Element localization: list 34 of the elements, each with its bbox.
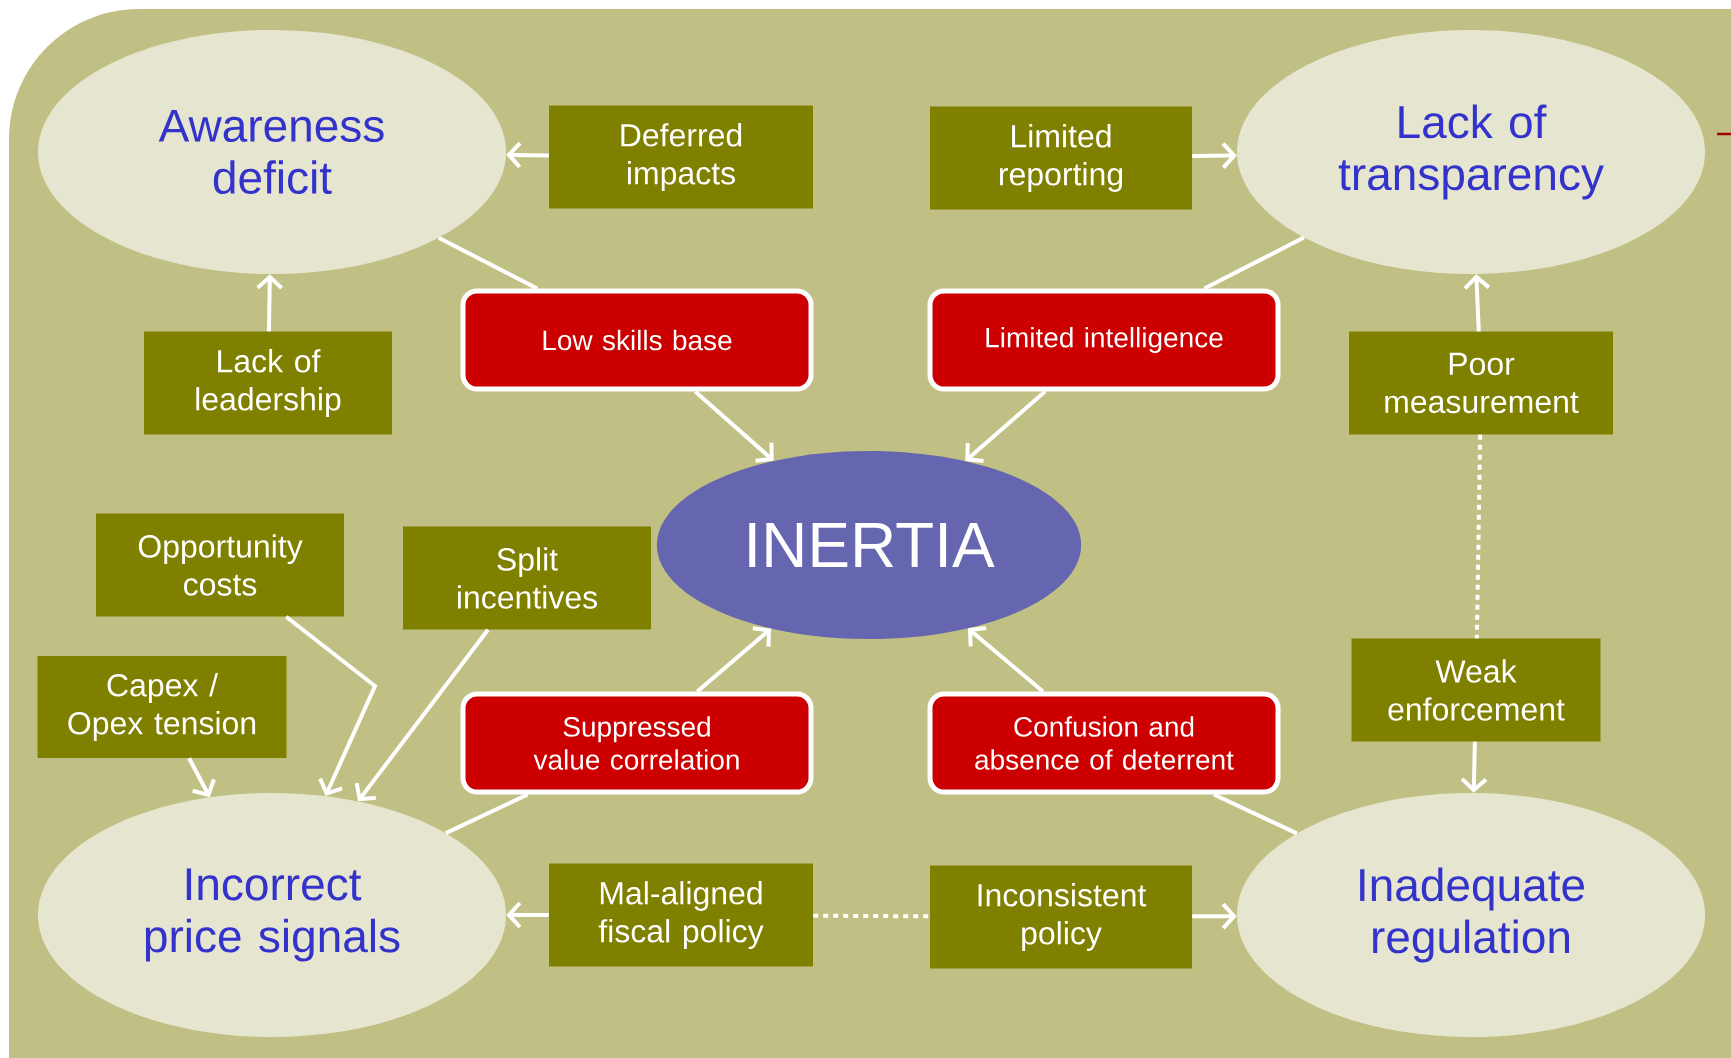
arrow [187, 757, 216, 798]
connector-line [1213, 792, 1298, 836]
arrow [967, 626, 1045, 694]
factor-box: Lack of leadership [144, 331, 392, 435]
dotted-line [813, 913, 930, 919]
connector-line [437, 236, 539, 291]
arrow [354, 628, 490, 802]
factor-box: Mal-aligned fiscal policy [549, 863, 813, 967]
barrier-box: Confusion and absence of deterrent [927, 691, 1281, 795]
arrow [693, 390, 774, 463]
factor-box: Limited reporting [930, 106, 1192, 210]
arrow [1463, 274, 1491, 332]
connector-line [444, 792, 529, 835]
factor-box: Inconsistent policy [930, 865, 1192, 969]
arrow [1460, 741, 1488, 793]
factor-box: Opportunity costs [96, 513, 344, 617]
arrow [1192, 142, 1237, 169]
dotted-line [1474, 434, 1483, 639]
barrier-box: Limited intelligence [927, 288, 1281, 392]
factor-box: Capex / Opex tension [37, 656, 287, 758]
arrow [506, 901, 549, 929]
factor-box: Poor measurement [1349, 331, 1613, 435]
barrier-box: Low skills base [460, 288, 814, 392]
arrow [256, 274, 284, 332]
arrow [965, 390, 1047, 464]
connector-line [1203, 235, 1305, 291]
arrow [284, 615, 378, 797]
arrow [1192, 902, 1237, 930]
factor-box: Deferred impacts [549, 105, 813, 209]
barrier-box: Suppressed value correlation [460, 691, 814, 795]
factor-box: Weak enforcement [1351, 638, 1601, 742]
arrow [506, 141, 549, 169]
factor-box: Split incentives [403, 526, 651, 630]
arrow [695, 626, 772, 694]
